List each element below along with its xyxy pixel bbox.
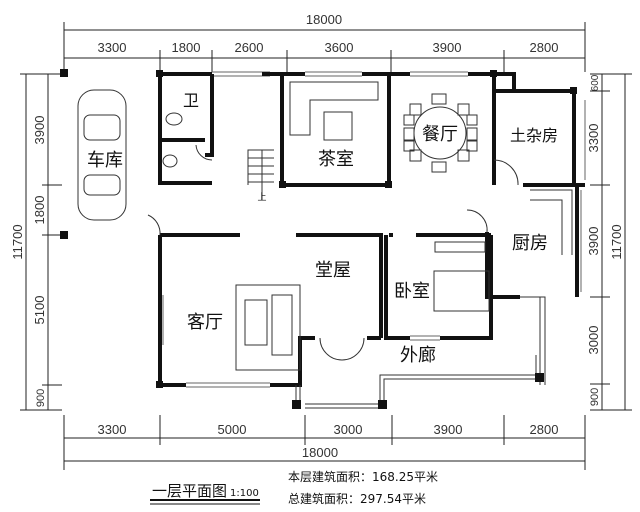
- room-dining: 餐厅: [422, 124, 458, 145]
- furniture: [77, 81, 573, 371]
- dim-right-total: 11700: [609, 224, 624, 259]
- dim-top: 2800: [530, 40, 559, 55]
- dim-right: 3000: [586, 326, 601, 355]
- total-area: 总建筑面积：297.54平米: [288, 491, 426, 506]
- bottom-dimensions: 3300 5000 3000 3900 2800 18000: [63, 415, 586, 470]
- dim-right: 3900: [586, 227, 601, 256]
- dim-bottom: 3300: [98, 422, 127, 437]
- floor-area: 本层建筑面积：168.25平米: [288, 469, 438, 484]
- dim-right: 3300: [586, 124, 601, 153]
- dim-right: 600: [590, 74, 601, 91]
- dim-top: 1800: [172, 40, 201, 55]
- room-living: 客厅: [187, 312, 223, 333]
- top-dimensions: 18000 3300 1800 2600 3600 3900 2800: [63, 12, 586, 72]
- dim-left: 3900: [32, 116, 47, 145]
- stairs: [247, 149, 274, 200]
- dim-top-total: 18000: [306, 12, 342, 27]
- title-block: 一层平面图 1:100 本层建筑面积：168.25平米 总建筑面积：297.54…: [150, 469, 438, 506]
- dim-left: 5100: [32, 296, 47, 325]
- dim-bottom: 3900: [434, 422, 463, 437]
- dim-bottom: 3000: [334, 422, 363, 437]
- stair-up-label: 上: [257, 192, 266, 203]
- room-bedroom: 卧室: [394, 281, 430, 302]
- dim-top: 3900: [433, 40, 462, 55]
- dim-top: 3300: [98, 40, 127, 55]
- left-dimensions: 11700 3900 1800 5100 900: [10, 73, 62, 411]
- dim-bottom-total: 18000: [302, 445, 338, 460]
- room-hall: 堂屋: [315, 260, 351, 281]
- dim-top: 2600: [235, 40, 264, 55]
- dim-right: 900: [589, 388, 601, 406]
- columns: [60, 69, 577, 409]
- drawing-scale: 1:100: [230, 488, 259, 499]
- room-tea: 茶室: [318, 149, 354, 170]
- dim-bottom: 2800: [530, 422, 559, 437]
- dim-left: 1800: [32, 196, 47, 225]
- car-icon: [77, 89, 127, 221]
- room-bathroom: 卫: [183, 91, 199, 110]
- room-corridor: 外廊: [400, 345, 436, 366]
- room-garage: 车库: [87, 150, 123, 171]
- dim-left: 900: [35, 389, 47, 407]
- room-labels: 车库 卫 茶室 餐厅 土杂房 厨房 堂屋 卧室 客厅 外廊 上: [87, 91, 558, 366]
- room-storage: 土杂房: [510, 126, 558, 145]
- dim-bottom: 5000: [218, 422, 247, 437]
- dim-top: 3600: [325, 40, 354, 55]
- dim-left-total: 11700: [10, 224, 25, 259]
- drawing-title: 一层平面图: [152, 482, 227, 500]
- right-dimensions: 600 3300 3900 3000 900 11700: [586, 73, 632, 411]
- room-kitchen: 厨房: [512, 233, 548, 254]
